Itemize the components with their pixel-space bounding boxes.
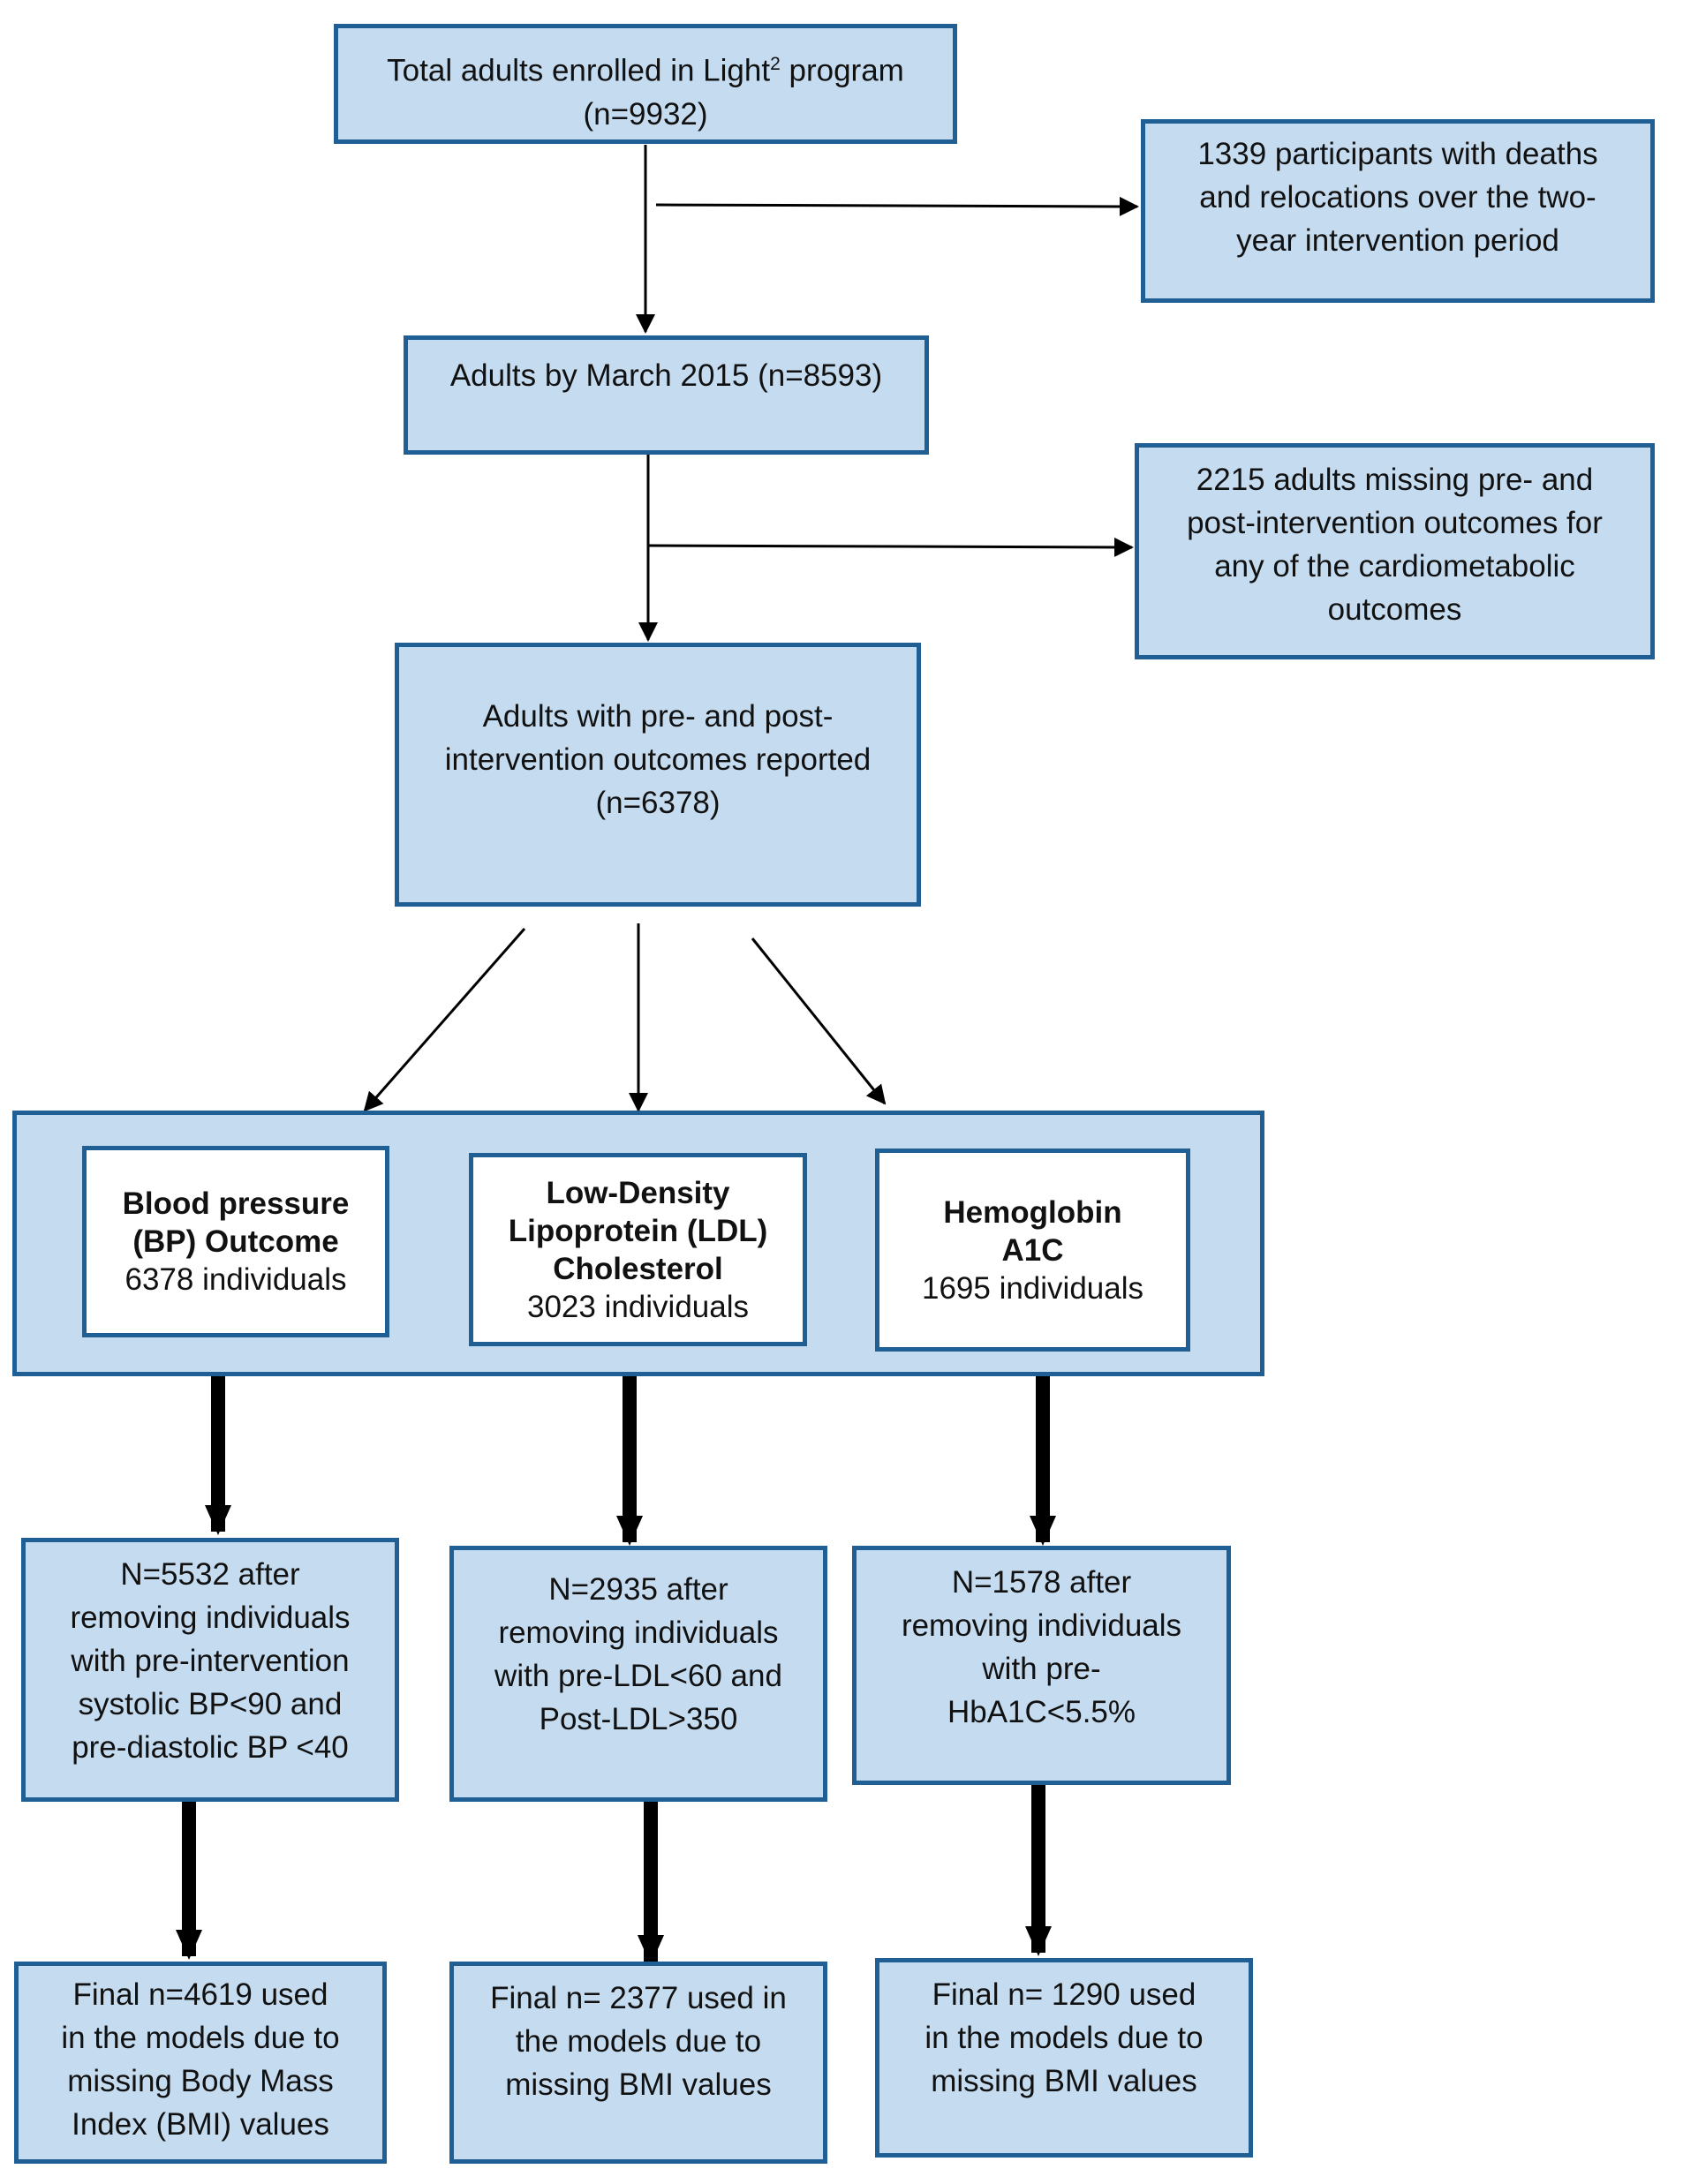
bp-final-box-line-2: in the models due to	[61, 2021, 340, 2055]
bp-final-box-line-1: Final n=4619 used	[72, 1977, 328, 2012]
excluded-missing-box-line-3: any of the cardiometabolic	[1214, 549, 1575, 584]
excluded-missing-box-line-2: post-intervention outcomes for	[1187, 506, 1603, 540]
ldl-title-line-3: Cholesterol	[553, 1251, 723, 1286]
hba1c-final-box: Final n= 1290 used in the models due to mi…	[875, 1958, 1253, 2158]
excluded-missing-box-line-1: 2215 adults missing pre- and	[1196, 463, 1594, 497]
march-2015-box: Adults by March 2015 (n=8593)	[404, 335, 929, 455]
hba1c-title-line-2: A1C	[1001, 1232, 1064, 1268]
with-outcomes-box: Adults with pre- and post-intervention o…	[395, 643, 921, 907]
bp-title-line-2: (BP) Outcome	[132, 1224, 339, 1259]
bp-after-box-line-4: systolic BP<90 and	[78, 1687, 343, 1721]
ldl-count: 3023 individuals	[526, 1289, 749, 1324]
ldl-after-box-line-4: Post-LDL>350	[539, 1702, 738, 1736]
bp-final-box: Final n=4619 used in the models due to mis…	[14, 1962, 387, 2164]
excluded-missing-box-line-4: outcomes	[1327, 592, 1462, 627]
excluded-deaths-box: 1339 participants with deaths and relocat…	[1141, 119, 1655, 303]
bp-after-box-line-2: removing individuals	[70, 1600, 351, 1635]
ldl-title-line-1: Low-Density	[546, 1175, 730, 1210]
hba1c-after-box-line-1: N=1578 after	[951, 1565, 1132, 1600]
hba1c-after-box-line-3: with pre-	[982, 1652, 1101, 1686]
total-enrolled-line-2: (n=9932)	[583, 96, 708, 132]
ldl-after-box: N=2935 after removing individuals with pre…	[449, 1546, 827, 1802]
bp-after-box: N=5532 after removing individuals with pre…	[21, 1538, 399, 1802]
hba1c-after-box: N=1578 after removing individuals with pre…	[852, 1546, 1231, 1785]
with-outcomes-box-line-2: intervention outcomes reported	[444, 742, 872, 777]
hba1c-title-line-1: Hemoglobin	[943, 1194, 1122, 1230]
with-outcomes-box-line-1: Adults with pre- and post-	[482, 699, 834, 734]
hba1c-final-box-line-3: missing BMI values	[931, 2064, 1197, 2098]
ldl-after-box-line-1: N=2935 after	[548, 1572, 728, 1607]
arrow-to-excluded-missing	[647, 537, 1134, 557]
total-enrolled-box: Total adults enrolled in Light2 program …	[334, 24, 957, 144]
bp-title-line-1: Blood pressure	[122, 1186, 350, 1221]
hba1c-final-box-line-2: in the models due to	[925, 2021, 1204, 2055]
ldl-final-box-line-3: missing BMI values	[505, 2067, 772, 2102]
ldl-after-box-line-3: with pre-LDL<60 and	[494, 1659, 782, 1693]
bp-after-box-line-5: pre-diastolic BP <40	[72, 1730, 349, 1765]
bp-final-box-line-3: missing Body Mass	[67, 2064, 334, 2098]
total-enrolled-line-1: Total adults enrolled in Light2 program	[387, 53, 904, 88]
bp-title: Blood pressure(BP) Outcome	[123, 1185, 350, 1261]
with-outcomes-box-line-3: (n=6378)	[595, 786, 721, 820]
bp-final-box-line-4: Index (BMI) values	[72, 2107, 329, 2142]
bp-after-box-line-3: with pre-intervention	[71, 1644, 350, 1678]
ldl-final-box-line-2: the models due to	[515, 2024, 762, 2059]
ldl-final-box: Final n= 2377 used in the models due to mi…	[449, 1962, 827, 2164]
excluded-deaths-box-line-3: year intervention period	[1236, 223, 1559, 258]
ldl-after-box-line-2: removing individuals	[498, 1615, 779, 1650]
hba1c-after-box-line-2: removing individuals	[901, 1608, 1182, 1643]
excluded-deaths-box-line-1: 1339 participants with deaths	[1197, 137, 1598, 171]
ldl-title-line-2: Lipoprotein (LDL)	[508, 1213, 768, 1248]
march-2015-box-line-1: Adults by March 2015 (n=8593)	[449, 358, 883, 393]
arrow-to-excluded-deaths	[655, 196, 1139, 216]
hba1c-count: 1695 individuals	[921, 1270, 1143, 1306]
bp-count: 6378 individuals	[125, 1262, 347, 1297]
excluded-missing-box: 2215 adults missing pre- and post-interve…	[1135, 443, 1655, 659]
hba1c-after-box-line-4: HbA1C<5.5%	[947, 1695, 1136, 1729]
arrow-to-bp	[363, 928, 526, 1112]
hba1c-final-box-line-1: Final n= 1290 used	[932, 1977, 1196, 2012]
bp-outcome-box: Blood pressure(BP) Outcome 6378 individu…	[82, 1146, 389, 1337]
excluded-deaths-box-line-2: and relocations over the two-	[1199, 180, 1596, 215]
bp-after-box-line-1: N=5532 after	[120, 1557, 300, 1592]
arrow-to-hba1c	[751, 938, 887, 1105]
ldl-final-box-line-1: Final n= 2377 used in	[490, 1981, 787, 2015]
